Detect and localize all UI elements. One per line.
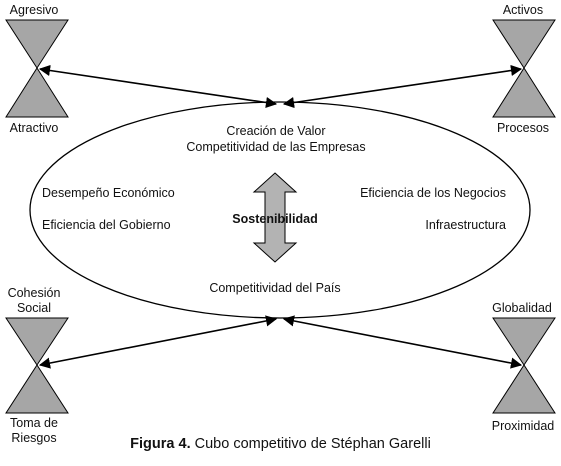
figure-caption: Figura 4. Cubo competitivo de Stéphan Ga… bbox=[0, 436, 561, 452]
label-desempeno-economico: Desempeño Económico bbox=[42, 186, 175, 200]
label-eficiencia-gobierno: Eficiencia del Gobierno bbox=[42, 218, 171, 232]
label-cohesion-line2: Social bbox=[17, 301, 51, 315]
label-toma-line1: Toma de bbox=[10, 416, 58, 430]
label-cohesion-line1: Cohesión bbox=[8, 286, 61, 300]
sustainability-double-arrow bbox=[252, 172, 298, 263]
label-toma-line2: Riesgos bbox=[11, 431, 56, 445]
arrow-bottom-left bbox=[38, 315, 278, 369]
label-agresivo: Agresivo bbox=[10, 3, 59, 17]
label-atractivo: Atractivo bbox=[10, 121, 59, 135]
arrow-top-left bbox=[38, 64, 278, 109]
label-competitividad-pais: Competitividad del País bbox=[209, 281, 340, 295]
label-activos: Activos bbox=[503, 3, 543, 17]
label-globalidad: Globalidad bbox=[492, 301, 552, 315]
label-procesos: Procesos bbox=[497, 121, 549, 135]
figure-number: Figura 4. bbox=[130, 436, 191, 452]
label-infraestructura: Infraestructura bbox=[425, 218, 506, 232]
label-competitividad-empresas: Competitividad de las Empresas bbox=[186, 140, 365, 154]
hourglass-bottom-right bbox=[492, 317, 556, 414]
hourglass-top-right bbox=[492, 19, 556, 118]
label-eficiencia-negocios: Eficiencia de los Negocios bbox=[360, 186, 506, 200]
figure-title: Cubo competitivo de Stéphan Garelli bbox=[190, 436, 431, 452]
hourglass-bottom-left bbox=[5, 317, 69, 414]
label-proximidad: Proximidad bbox=[492, 419, 555, 433]
hourglass-top-left bbox=[5, 19, 69, 118]
arrow-bottom-right bbox=[282, 315, 523, 369]
central-ellipse bbox=[29, 101, 531, 319]
label-creacion-valor: Creación de Valor bbox=[226, 124, 325, 138]
arrow-top-right bbox=[282, 64, 523, 109]
label-sostenibilidad: Sostenibilidad bbox=[232, 212, 317, 226]
